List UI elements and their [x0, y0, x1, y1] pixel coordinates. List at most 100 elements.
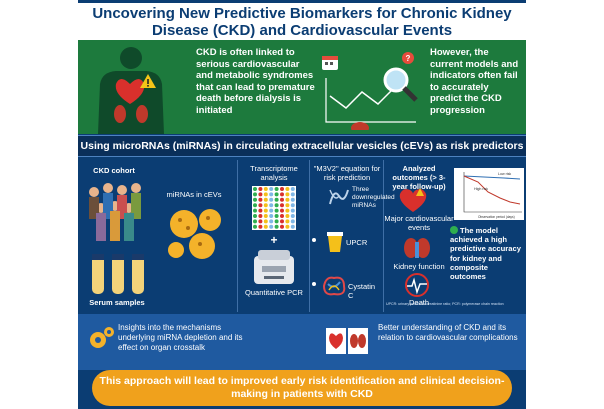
high-risk-label: High risk [474, 187, 488, 191]
microarray-dot [280, 203, 284, 208]
svg-text:?: ? [406, 54, 411, 63]
bottom-panel: Insights into the mechanisms underlying … [78, 314, 526, 370]
microarray-dot [258, 214, 263, 218]
microarray-dot [290, 219, 295, 224]
conclusion-banner: This approach will lead to improved earl… [92, 370, 512, 406]
equation-connector-lines [312, 238, 316, 286]
microarray-dot [290, 187, 295, 191]
microarray-dot [263, 214, 268, 218]
cystatin-label: Cystatin C [348, 282, 376, 300]
microarray-dot [274, 197, 279, 202]
microarray-dot [280, 224, 284, 229]
death-label: Death [408, 298, 429, 307]
microarray-dot [285, 224, 290, 229]
microarray-dot [258, 203, 263, 208]
microarray-dot [258, 197, 263, 202]
microarray-dot [253, 208, 257, 213]
trend-illustration: ? [322, 52, 418, 130]
microarray-dot [280, 197, 284, 202]
model-result: The model achieved a high predictive acc… [450, 226, 524, 281]
cystatin-protein-icon [322, 276, 346, 296]
microarray-dot [285, 187, 290, 191]
ecg-death-icon [405, 273, 429, 297]
microarray-dot [280, 208, 284, 213]
microarray-dot [274, 208, 279, 213]
microarray-dot [253, 187, 257, 191]
kidney-label: Kidney function [393, 262, 445, 271]
outcomes-label: Analyzed outcomes (> 3-year follow-up) [392, 164, 446, 191]
column-analysis: Transcriptome analysis + Quantitative PC… [238, 160, 310, 312]
microarray-dot [274, 219, 279, 224]
equation-label: "M3V2" equation for risk prediction [313, 164, 381, 182]
serum-tubes-icon [92, 254, 144, 294]
top-left-text: CKD is often linked to serious cardiovas… [196, 47, 315, 116]
microarray-dot [290, 214, 295, 218]
microarray-dot [263, 187, 268, 191]
microarray-dot [269, 214, 274, 218]
gears-icon [90, 327, 114, 348]
microarray-dot [285, 197, 290, 202]
people-icon [89, 183, 141, 241]
microarray-dot [269, 219, 274, 224]
microarray-dot [263, 208, 268, 213]
microarray-dot [285, 192, 290, 197]
pcr-label: Quantitative PCR [245, 288, 303, 297]
microarray-dot [258, 192, 263, 197]
plot-xlabel: Observation period (days) [478, 215, 515, 219]
microarray-dot [274, 224, 279, 229]
microarray-dot [263, 203, 268, 208]
column-outcomes: Analyzed outcomes (> 3-year follow-up) M… [384, 160, 526, 312]
microarray-dot [285, 214, 290, 218]
model-text: The model achieved a high predictive acc… [450, 226, 521, 282]
extracellular-vesicles-icon [168, 209, 221, 259]
downregulated-label: Three downregulated miRNAs [352, 186, 395, 209]
urine-cup-icon [327, 232, 343, 252]
microarray-dot [285, 203, 290, 208]
microarray-dot [290, 208, 295, 213]
top-right-text: However, the current models and indicato… [430, 47, 519, 116]
microarray-dot [269, 192, 274, 197]
poster-title: Uncovering New Predictive Biomarkers for… [78, 3, 526, 42]
microarray-dot [258, 187, 263, 191]
insight-text: Insights into the mechanisms underlying … [118, 323, 243, 352]
microarray-icon [252, 186, 296, 230]
microarray-dot [290, 197, 295, 202]
mirna-strand-icon [329, 189, 349, 205]
microarray-dot [253, 192, 257, 197]
microarray-dot [253, 214, 257, 218]
microarray-dot [269, 224, 274, 229]
cardio-label: Major cardiovascular events [384, 214, 454, 232]
microarray-dot [263, 197, 268, 202]
microarray-dot [263, 224, 268, 229]
microarray-dot [274, 192, 279, 197]
mirnas-label: miRNAs in cEVs [166, 190, 222, 199]
microarray-dot [274, 203, 279, 208]
check-icon [450, 226, 458, 234]
microarray-dot [280, 214, 284, 218]
plus-sign: + [270, 233, 278, 247]
column-cohort: CKD cohort miRNAs in cEVs [78, 160, 238, 312]
microarray-dot [285, 208, 290, 213]
microarray-dot [290, 192, 295, 197]
top-panel: CKD is often linked to serious cardiovas… [78, 40, 526, 134]
microarray-dot [253, 203, 257, 208]
infographic: Uncovering New Predictive Biomarkers for… [78, 0, 526, 409]
cohort-label: CKD cohort [93, 166, 135, 175]
microarray-dot [258, 224, 263, 229]
microarray-dot [263, 219, 268, 224]
microarray-dot [253, 197, 257, 202]
serum-label: Serum samples [89, 298, 145, 307]
kidney-icon [404, 238, 430, 258]
microarray-dot [269, 203, 274, 208]
survival-curve-plot: Low risk High risk Observation period (d… [454, 168, 524, 220]
microarray-dot [253, 224, 257, 229]
microarray-dot [280, 219, 284, 224]
microarray-dot [258, 208, 263, 213]
microarray-dot [274, 214, 279, 218]
microarray-dot [290, 224, 295, 229]
human-body-icon [98, 47, 164, 134]
heart-icon [399, 188, 427, 212]
microarray-dot [263, 192, 268, 197]
microarray-dot [258, 219, 263, 224]
method-band: Using microRNAs (miRNAs) in circulating … [78, 135, 526, 157]
